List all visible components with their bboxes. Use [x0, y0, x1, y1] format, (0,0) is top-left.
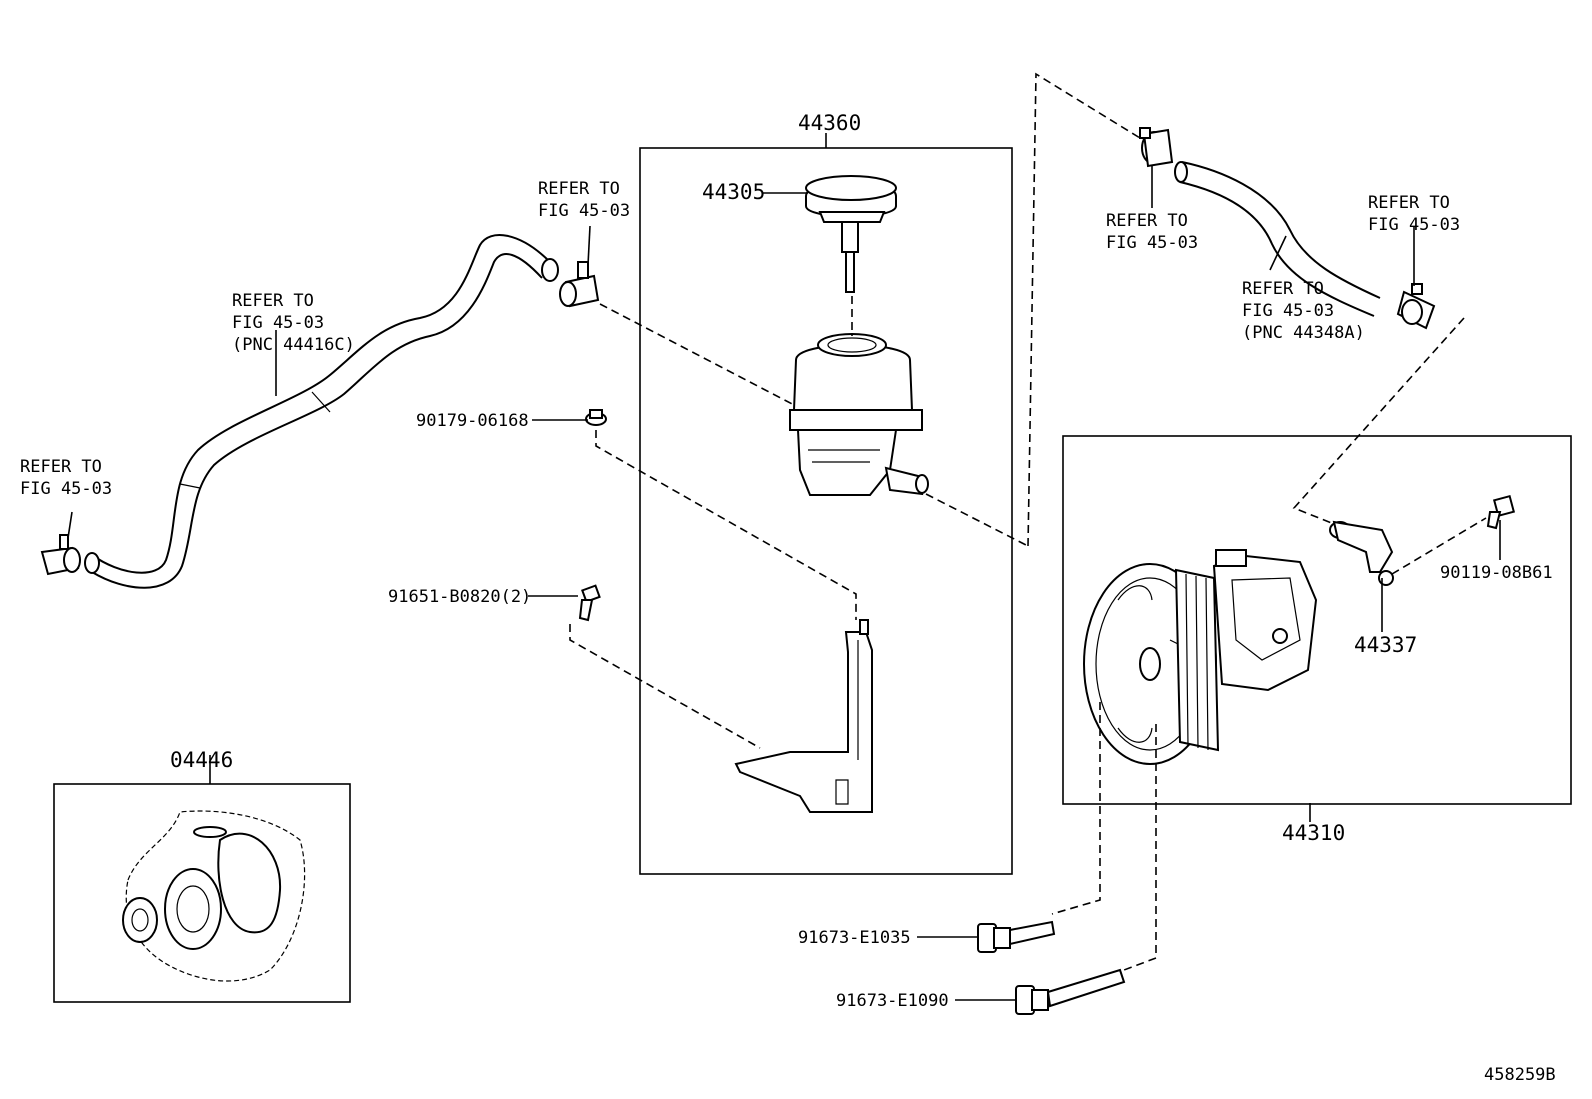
- reservoir-bracket: [734, 619, 873, 813]
- bolt-91673-e1090: [1015, 968, 1126, 1015]
- part-number-44310[interactable]: 44310: [1282, 821, 1345, 845]
- part-number-91673-e1035[interactable]: 91673-E1035: [798, 928, 911, 948]
- reservoir-tank: [789, 333, 929, 496]
- dashed-connection-lines: [569, 72, 1487, 971]
- refer-label-hose-left: REFER TO FIG 45-03 (PNC 44416C): [232, 291, 355, 355]
- bolt-91673-e1035: [977, 920, 1056, 953]
- part-number-44305[interactable]: 44305: [702, 180, 765, 204]
- refer-label-clamp-top-line2: FIG 45-03: [538, 201, 630, 221]
- refer-label-clamp-right-line1: REFER TO: [1368, 193, 1450, 213]
- refer-label-clamp-top-line1: REFER TO: [538, 179, 620, 199]
- pressure-hose-right: [1174, 161, 1381, 317]
- reservoir-cap: [805, 175, 897, 293]
- nut-90179: [585, 409, 607, 426]
- seal-kit-04446: [122, 810, 306, 982]
- refer-label-clamp-right-top-line1: REFER TO: [1106, 211, 1188, 231]
- part-number-90179-06168[interactable]: 90179-06168: [416, 411, 529, 431]
- refer-label-left-line1: REFER TO: [20, 457, 102, 477]
- part-number-04446[interactable]: 04446: [170, 748, 233, 772]
- leader-lines: [67, 133, 1501, 1001]
- refer-label-clamp-right-top: REFER TO FIG 45-03: [1106, 211, 1198, 253]
- refer-label-hose-right: REFER TO FIG 45-03 (PNC 44348A): [1242, 279, 1365, 343]
- bolt-91651: [578, 584, 601, 622]
- refer-label-hose-left-line3: (PNC 44416C): [232, 335, 355, 355]
- union-fitting-44337: [1329, 520, 1394, 586]
- refer-label-clamp-right-top-line2: FIG 45-03: [1106, 233, 1198, 253]
- refer-label-left-line2: FIG 45-03: [20, 479, 112, 499]
- part-number-90119-08b61[interactable]: 90119-08B61: [1440, 563, 1553, 583]
- refer-label-hose-left-line2: FIG 45-03: [232, 313, 324, 333]
- refer-label-clamp-right: REFER TO FIG 45-03: [1368, 193, 1460, 235]
- refer-label-hose-right-line3: (PNC 44348A): [1242, 323, 1365, 343]
- refer-label-hose-left-line1: REFER TO: [232, 291, 314, 311]
- part-number-91651-b0820[interactable]: 91651-B0820(2): [388, 587, 531, 607]
- bolt-90119: [1486, 494, 1516, 530]
- figure-id: 458259B: [1484, 1065, 1556, 1085]
- part-number-91673-e1090[interactable]: 91673-E1090: [836, 991, 949, 1011]
- clamp-left: [40, 534, 81, 576]
- refer-label-hose-right-line1: REFER TO: [1242, 279, 1324, 299]
- clamp-top-middle: [559, 261, 600, 308]
- part-number-44360[interactable]: 44360: [798, 111, 861, 135]
- refer-label-hose-right-line2: FIG 45-03: [1242, 301, 1334, 321]
- assembly-box-44310: [1062, 435, 1572, 805]
- power-steering-pump: [1083, 549, 1318, 765]
- clamp-right: [1396, 283, 1436, 330]
- refer-label-left: REFER TO FIG 45-03: [20, 457, 112, 499]
- part-number-44337[interactable]: 44337: [1354, 633, 1417, 657]
- assembly-box-04446: [53, 783, 351, 1003]
- clamp-right-top: [1139, 127, 1174, 168]
- refer-label-clamp-right-line2: FIG 45-03: [1368, 215, 1460, 235]
- return-hose-left: [84, 234, 559, 589]
- refer-label-clamp-top: REFER TO FIG 45-03: [538, 179, 630, 221]
